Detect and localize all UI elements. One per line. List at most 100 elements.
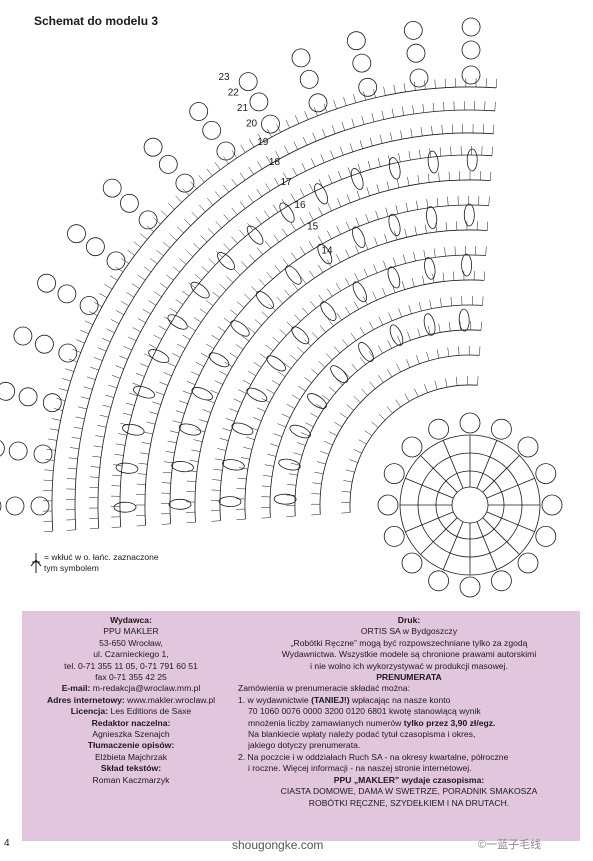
chart-petal — [231, 422, 254, 436]
chart-petal — [191, 387, 213, 401]
payment-note-1: Na blankiecie wpłaty należy podać tytuł … — [248, 729, 476, 740]
row-number: 16 — [294, 200, 306, 211]
motif-picot — [377, 494, 399, 516]
magazines-line-2: ROBÓTKI RĘCZNE, SZYDEŁKIEM I NA DRUTACH. — [308, 797, 510, 808]
motif-spoke — [482, 455, 520, 493]
chart-petal — [320, 301, 337, 321]
chart-petal — [278, 458, 301, 471]
motif-spoke — [482, 517, 520, 555]
publisher-phone: tel. 0-71 355 11 05, 0-71 791 60 51 — [64, 660, 198, 671]
chart-petal — [423, 313, 436, 336]
chart-petal — [291, 326, 310, 345]
chart-petal — [115, 462, 139, 474]
bank-account: 70 1060 0076 0000 3200 0120 6801 kwotę s… — [248, 706, 481, 717]
chart-petal — [358, 342, 374, 362]
chart-stitches — [88, 123, 495, 530]
legend-text-2: tym symbolem — [44, 563, 99, 573]
motif-spoke — [405, 511, 454, 533]
publisher-heading: Wydawca: — [110, 615, 152, 625]
publisher-name: PPU MAKLER — [103, 626, 159, 637]
chart-round — [269, 304, 483, 518]
cheaper-badge: (TANIEJ!) — [311, 694, 350, 705]
email-label: E-mail: — [61, 683, 91, 694]
chart-petal — [389, 324, 404, 346]
chart-loops — [0, 17, 481, 511]
motif-spoke — [476, 440, 498, 489]
typesetter-name: Roman Kaczmarzyk — [92, 774, 170, 785]
chart-petal — [218, 496, 242, 508]
chart-loops — [30, 65, 481, 516]
chart-rounds — [0, 17, 498, 533]
page-title: Schemat do modelu 3 — [34, 14, 159, 28]
chart-round — [349, 384, 478, 513]
magazines-line-1: CIASTA DOMOWE, DAMA W SWETRZE, PORADNIK … — [280, 786, 538, 797]
chart-stitches — [65, 100, 496, 531]
chart-petal — [148, 349, 170, 364]
motif-picot — [428, 570, 450, 592]
chart-petal — [217, 252, 235, 270]
chart-petal — [273, 493, 297, 505]
chart-petal — [279, 202, 295, 223]
row-number: 18 — [269, 157, 281, 168]
chart-petal — [426, 206, 438, 229]
motif-spoke — [486, 477, 535, 499]
chart-round — [319, 354, 480, 515]
motif-picot — [517, 552, 539, 574]
chart-petal — [307, 393, 327, 409]
subscription-option-1: 1. w wydawnictwie — [238, 694, 312, 705]
center-motif — [377, 412, 563, 598]
chart-round — [244, 279, 485, 520]
row-number: 15 — [307, 222, 319, 233]
imprint-panel: Wydawca: PPU MAKLER 53-650 Wrocław, ul. … — [22, 611, 580, 841]
print-heading: Druk: — [397, 615, 421, 625]
website-link[interactable]: www.makler.wroclaw.pl — [127, 694, 216, 705]
chart-petal — [458, 308, 470, 332]
chart-petal — [190, 281, 210, 299]
chart-petal — [424, 257, 436, 280]
watermark: ©一蓝子毛线 — [478, 839, 542, 851]
motif-picot — [517, 436, 539, 458]
chart-petal — [330, 365, 349, 384]
motif-spoke — [486, 511, 535, 533]
motif-spoke — [476, 521, 498, 570]
chart-petal — [352, 226, 366, 248]
copyright-line-1: „Robótki Ręczne” mogą być rozpowszechnia… — [290, 637, 528, 648]
email-link[interactable]: m-redakcja@wroclaw.mm.pl — [92, 683, 201, 694]
price-text: mnożenia liczby zamawianych numerów — [248, 717, 404, 728]
legend-text: = wkłuć w o. łańc. zaznaczone — [44, 552, 159, 562]
editor-name: Agnieszka Szenajch — [92, 729, 170, 740]
printer-name: ORTIS SA w Bydgoszczy — [360, 626, 458, 637]
chart-petal — [230, 320, 250, 337]
motif-picot — [459, 576, 481, 598]
chart-petal — [266, 355, 286, 372]
subscription-option-1-cont: wpłacając na nasze konto — [349, 694, 451, 705]
chart-petal — [246, 225, 264, 245]
subscription-intro: Zamówienia w prenumeracie składać można: — [238, 683, 410, 694]
subscription-option-2-cont: i roczne. Więcej informacji - na naszej … — [248, 763, 472, 774]
chart-round — [74, 109, 495, 530]
chart-stitches — [136, 171, 492, 527]
motif-spoke — [442, 521, 464, 570]
chart-stitches — [210, 245, 487, 522]
chart-petal — [178, 423, 202, 436]
print-subscription-column: Druk: ORTIS SA w Bydgoszczy „Robótki Ręc… — [238, 615, 580, 809]
chart-petal — [168, 498, 192, 510]
chart-petal — [222, 459, 245, 471]
editor-heading: Redaktor naczelna: — [91, 717, 171, 728]
payment-note-2: jakiego dotyczy prenumerata. — [248, 740, 361, 751]
motif-spoke — [420, 455, 458, 493]
motif-spoke — [442, 440, 464, 489]
chart-stitches — [340, 375, 479, 514]
copyright-line-2: Wydawnictwa. Wszystkie modele są chronio… — [281, 649, 537, 660]
chart-petal — [167, 314, 188, 330]
chart-petal — [122, 423, 145, 436]
row-number: 23 — [219, 72, 231, 83]
chart-round — [119, 154, 493, 528]
chart-petal — [427, 150, 439, 174]
chart-petal — [133, 385, 155, 399]
translation-heading: Tłumaczenie opisów: — [87, 740, 175, 751]
chart-stitches — [160, 195, 490, 525]
motif-picot — [535, 526, 557, 547]
chart-petal — [285, 265, 302, 285]
chart-petal — [314, 183, 329, 205]
